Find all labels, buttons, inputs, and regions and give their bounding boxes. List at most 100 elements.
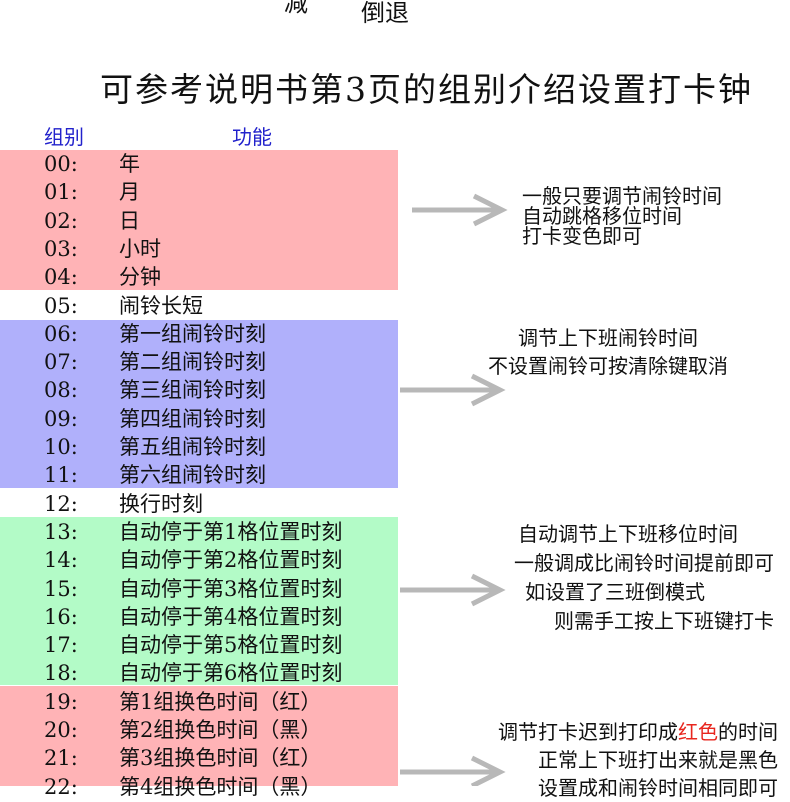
group-function: 自动停于第5格位置时刻 bbox=[119, 633, 343, 658]
group-code: 01: bbox=[44, 180, 78, 205]
group-row: 00: 年 bbox=[44, 150, 140, 178]
group-code: 02: bbox=[44, 208, 78, 233]
arrow-icon bbox=[400, 573, 506, 607]
note-line: 一般只要调节闹铃时间 bbox=[522, 184, 722, 208]
group-row: 21: 第3组换色时间（红） bbox=[44, 744, 321, 772]
band-green-shift bbox=[0, 517, 398, 685]
group-function: 分钟 bbox=[119, 265, 161, 290]
group-code: 06: bbox=[44, 321, 78, 346]
group-function: 自动停于第6格位置时刻 bbox=[119, 661, 343, 686]
group-code: 15: bbox=[44, 576, 78, 601]
note-line: 自动跳格移位时间 bbox=[522, 204, 682, 228]
group-row: 11: 第六组闹铃时刻 bbox=[44, 461, 266, 489]
group-function: 第六组闹铃时刻 bbox=[119, 463, 266, 488]
note-line: 调节打卡迟到打印成红色的时间 bbox=[444, 718, 778, 746]
group-code: 05: bbox=[44, 293, 78, 318]
group-row: 08: 第三组闹铃时刻 bbox=[44, 376, 266, 404]
group-function: 自动停于第3格位置时刻 bbox=[119, 576, 343, 601]
group-row: 07: 第二组闹铃时刻 bbox=[44, 348, 266, 376]
note-line: 正常上下班打出来就是黑色 bbox=[538, 748, 778, 772]
group-code: 10: bbox=[44, 435, 78, 459]
group-row: 17: 自动停于第5格位置时刻 bbox=[44, 631, 342, 659]
group-function: 自动停于第2格位置时刻 bbox=[119, 548, 343, 573]
group-function: 日 bbox=[119, 208, 140, 233]
group-code: 07: bbox=[44, 350, 78, 375]
group-row: 19: 第1组换色时间（红） bbox=[44, 688, 321, 716]
group-row: 01: 月 bbox=[44, 178, 140, 206]
note-line: 调节上下班闹铃时间 bbox=[518, 326, 698, 350]
top-fragment-left: 减 bbox=[284, 0, 308, 17]
group-function: 第3组换色时间（红） bbox=[119, 746, 322, 771]
group-function: 自动停于第1格位置时刻 bbox=[119, 519, 343, 544]
group-row: 13: 自动停于第1格位置时刻 bbox=[44, 518, 342, 546]
group-code: 11: bbox=[44, 463, 78, 488]
group-code: 17: bbox=[44, 633, 78, 658]
group-code: 08: bbox=[44, 378, 78, 403]
group-code: 19: bbox=[44, 689, 78, 714]
group-row: 12: 换行时刻 bbox=[44, 490, 203, 518]
group-code: 00: bbox=[44, 152, 78, 176]
group-code: 13: bbox=[44, 519, 78, 544]
group-row: 04: 分钟 bbox=[44, 263, 161, 291]
group-row: 06: 第一组闹铃时刻 bbox=[44, 320, 266, 348]
group-row: 15: 自动停于第3格位置时刻 bbox=[44, 575, 342, 603]
group-function: 月 bbox=[119, 180, 140, 205]
group-row: 14: 自动停于第2格位置时刻 bbox=[44, 546, 342, 574]
band-pink-date bbox=[0, 150, 398, 290]
header-group: 组别 bbox=[44, 125, 84, 149]
group-code: 18: bbox=[44, 661, 78, 686]
arrow-icon bbox=[412, 193, 508, 227]
note-shift-settings: 自动调节上下班移位时间 一般调成比闹铃时间提前即可 如设置了三班倒模式 则需手工… bbox=[466, 520, 774, 636]
group-code: 04: bbox=[44, 265, 78, 290]
group-code: 12: bbox=[44, 491, 78, 516]
group-function: 第五组闹铃时刻 bbox=[119, 435, 266, 459]
group-function: 第四组闹铃时刻 bbox=[119, 406, 266, 431]
note-line: 则需手工按上下班键打卡 bbox=[554, 609, 774, 633]
band-pink-color bbox=[0, 686, 398, 786]
group-function: 小时 bbox=[119, 236, 161, 261]
group-code: 20: bbox=[44, 718, 78, 742]
group-code: 09: bbox=[44, 406, 78, 431]
group-row: 20: 第2组换色时间（黑） bbox=[44, 716, 321, 744]
top-fragment-right: 倒退 bbox=[361, 0, 409, 27]
note-color-settings: 调节打卡迟到打印成红色的时间 正常上下班打出来就是黑色 设置成和闹铃时间相同即可 bbox=[444, 718, 778, 802]
arrow-icon bbox=[400, 373, 506, 407]
note-date-settings: 一般只要调节闹铃时间 自动跳格移位时间 打卡变色即可 bbox=[522, 186, 722, 246]
note-line: 一般调成比闹铃时间提前即可 bbox=[514, 551, 774, 575]
group-function: 闹铃长短 bbox=[119, 293, 203, 318]
note-text: 的时间 bbox=[718, 720, 778, 744]
group-row: 18: 自动停于第6格位置时刻 bbox=[44, 659, 342, 687]
note-text: 调节打卡迟到打印成 bbox=[498, 720, 678, 744]
group-row: 22: 第4组换色时间（黑） bbox=[44, 773, 321, 801]
group-code: 22: bbox=[44, 774, 78, 799]
note-line: 设置成和闹铃时间相同即可 bbox=[538, 776, 778, 800]
group-function: 第2组换色时间（黑） bbox=[119, 718, 322, 742]
note-line: 如设置了三班倒模式 bbox=[525, 580, 705, 604]
group-function: 第4组换色时间（黑） bbox=[119, 774, 322, 799]
group-code: 16: bbox=[44, 604, 78, 629]
band-blue-alarm bbox=[0, 320, 398, 488]
group-row: 09: 第四组闹铃时刻 bbox=[44, 405, 266, 433]
group-function: 第1组换色时间（红） bbox=[119, 689, 322, 714]
note-alarm-settings: 调节上下班闹铃时间 不设置闹铃可按清除键取消 bbox=[466, 324, 750, 380]
group-row: 10: 第五组闹铃时刻 bbox=[44, 433, 266, 461]
group-code: 14: bbox=[44, 548, 78, 573]
note-highlight-red: 红色 bbox=[678, 720, 718, 744]
arrow-icon bbox=[400, 755, 506, 786]
group-row: 02: 日 bbox=[44, 207, 140, 235]
group-function: 第二组闹铃时刻 bbox=[119, 350, 266, 375]
group-row: 03:小时 bbox=[44, 235, 161, 263]
header-function: 功能 bbox=[232, 125, 272, 149]
group-function: 第三组闹铃时刻 bbox=[119, 378, 266, 403]
group-function: 第一组闹铃时刻 bbox=[119, 321, 266, 346]
note-line: 打卡变色即可 bbox=[522, 224, 642, 248]
note-line: 自动调节上下班移位时间 bbox=[518, 522, 738, 546]
note-line: 不设置闹铃可按清除键取消 bbox=[488, 354, 728, 378]
page-title: 可参考说明书第3页的组别介绍设置打卡钟 bbox=[100, 70, 753, 109]
group-code: 21: bbox=[44, 746, 78, 771]
group-function: 自动停于第4格位置时刻 bbox=[119, 604, 343, 629]
group-function: 换行时刻 bbox=[119, 491, 203, 516]
group-row: 16: 自动停于第4格位置时刻 bbox=[44, 603, 342, 631]
group-row: 05: 闹铃长短 bbox=[44, 292, 203, 320]
group-function: 年 bbox=[119, 152, 140, 176]
